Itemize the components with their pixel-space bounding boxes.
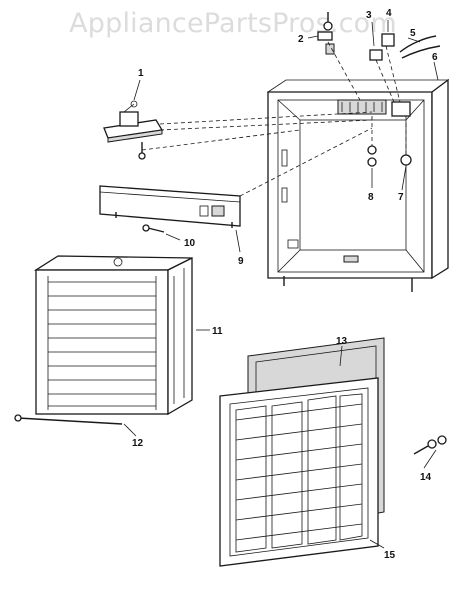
callout-12: 12 bbox=[132, 438, 144, 449]
callouts: 1 2 3 4 5 6 7 8 9 10 11 12 13 14 15 bbox=[132, 8, 438, 561]
control-panel bbox=[99, 185, 241, 228]
callout-1: 1 bbox=[138, 68, 144, 79]
callout-2: 2 bbox=[298, 34, 304, 45]
callout-9: 9 bbox=[238, 256, 244, 267]
front-grille bbox=[219, 377, 379, 567]
heating-element-assembly bbox=[14, 255, 193, 425]
callout-7: 7 bbox=[398, 192, 404, 203]
control-bracket bbox=[103, 100, 164, 160]
callout-4: 4 bbox=[386, 8, 392, 19]
callout-8: 8 bbox=[368, 192, 374, 203]
callout-15: 15 bbox=[384, 550, 396, 561]
housing-box bbox=[266, 78, 450, 292]
callout-11: 11 bbox=[212, 326, 223, 337]
leader-lines bbox=[123, 20, 439, 549]
watermark: AppliancePartsPros.com bbox=[69, 8, 397, 39]
callout-13: 13 bbox=[336, 336, 348, 347]
callout-5: 5 bbox=[410, 28, 416, 39]
callout-6: 6 bbox=[432, 52, 438, 63]
callout-10: 10 bbox=[184, 238, 196, 249]
callout-3: 3 bbox=[366, 10, 372, 21]
assembly-lines bbox=[141, 41, 407, 197]
callout-14: 14 bbox=[420, 472, 432, 483]
